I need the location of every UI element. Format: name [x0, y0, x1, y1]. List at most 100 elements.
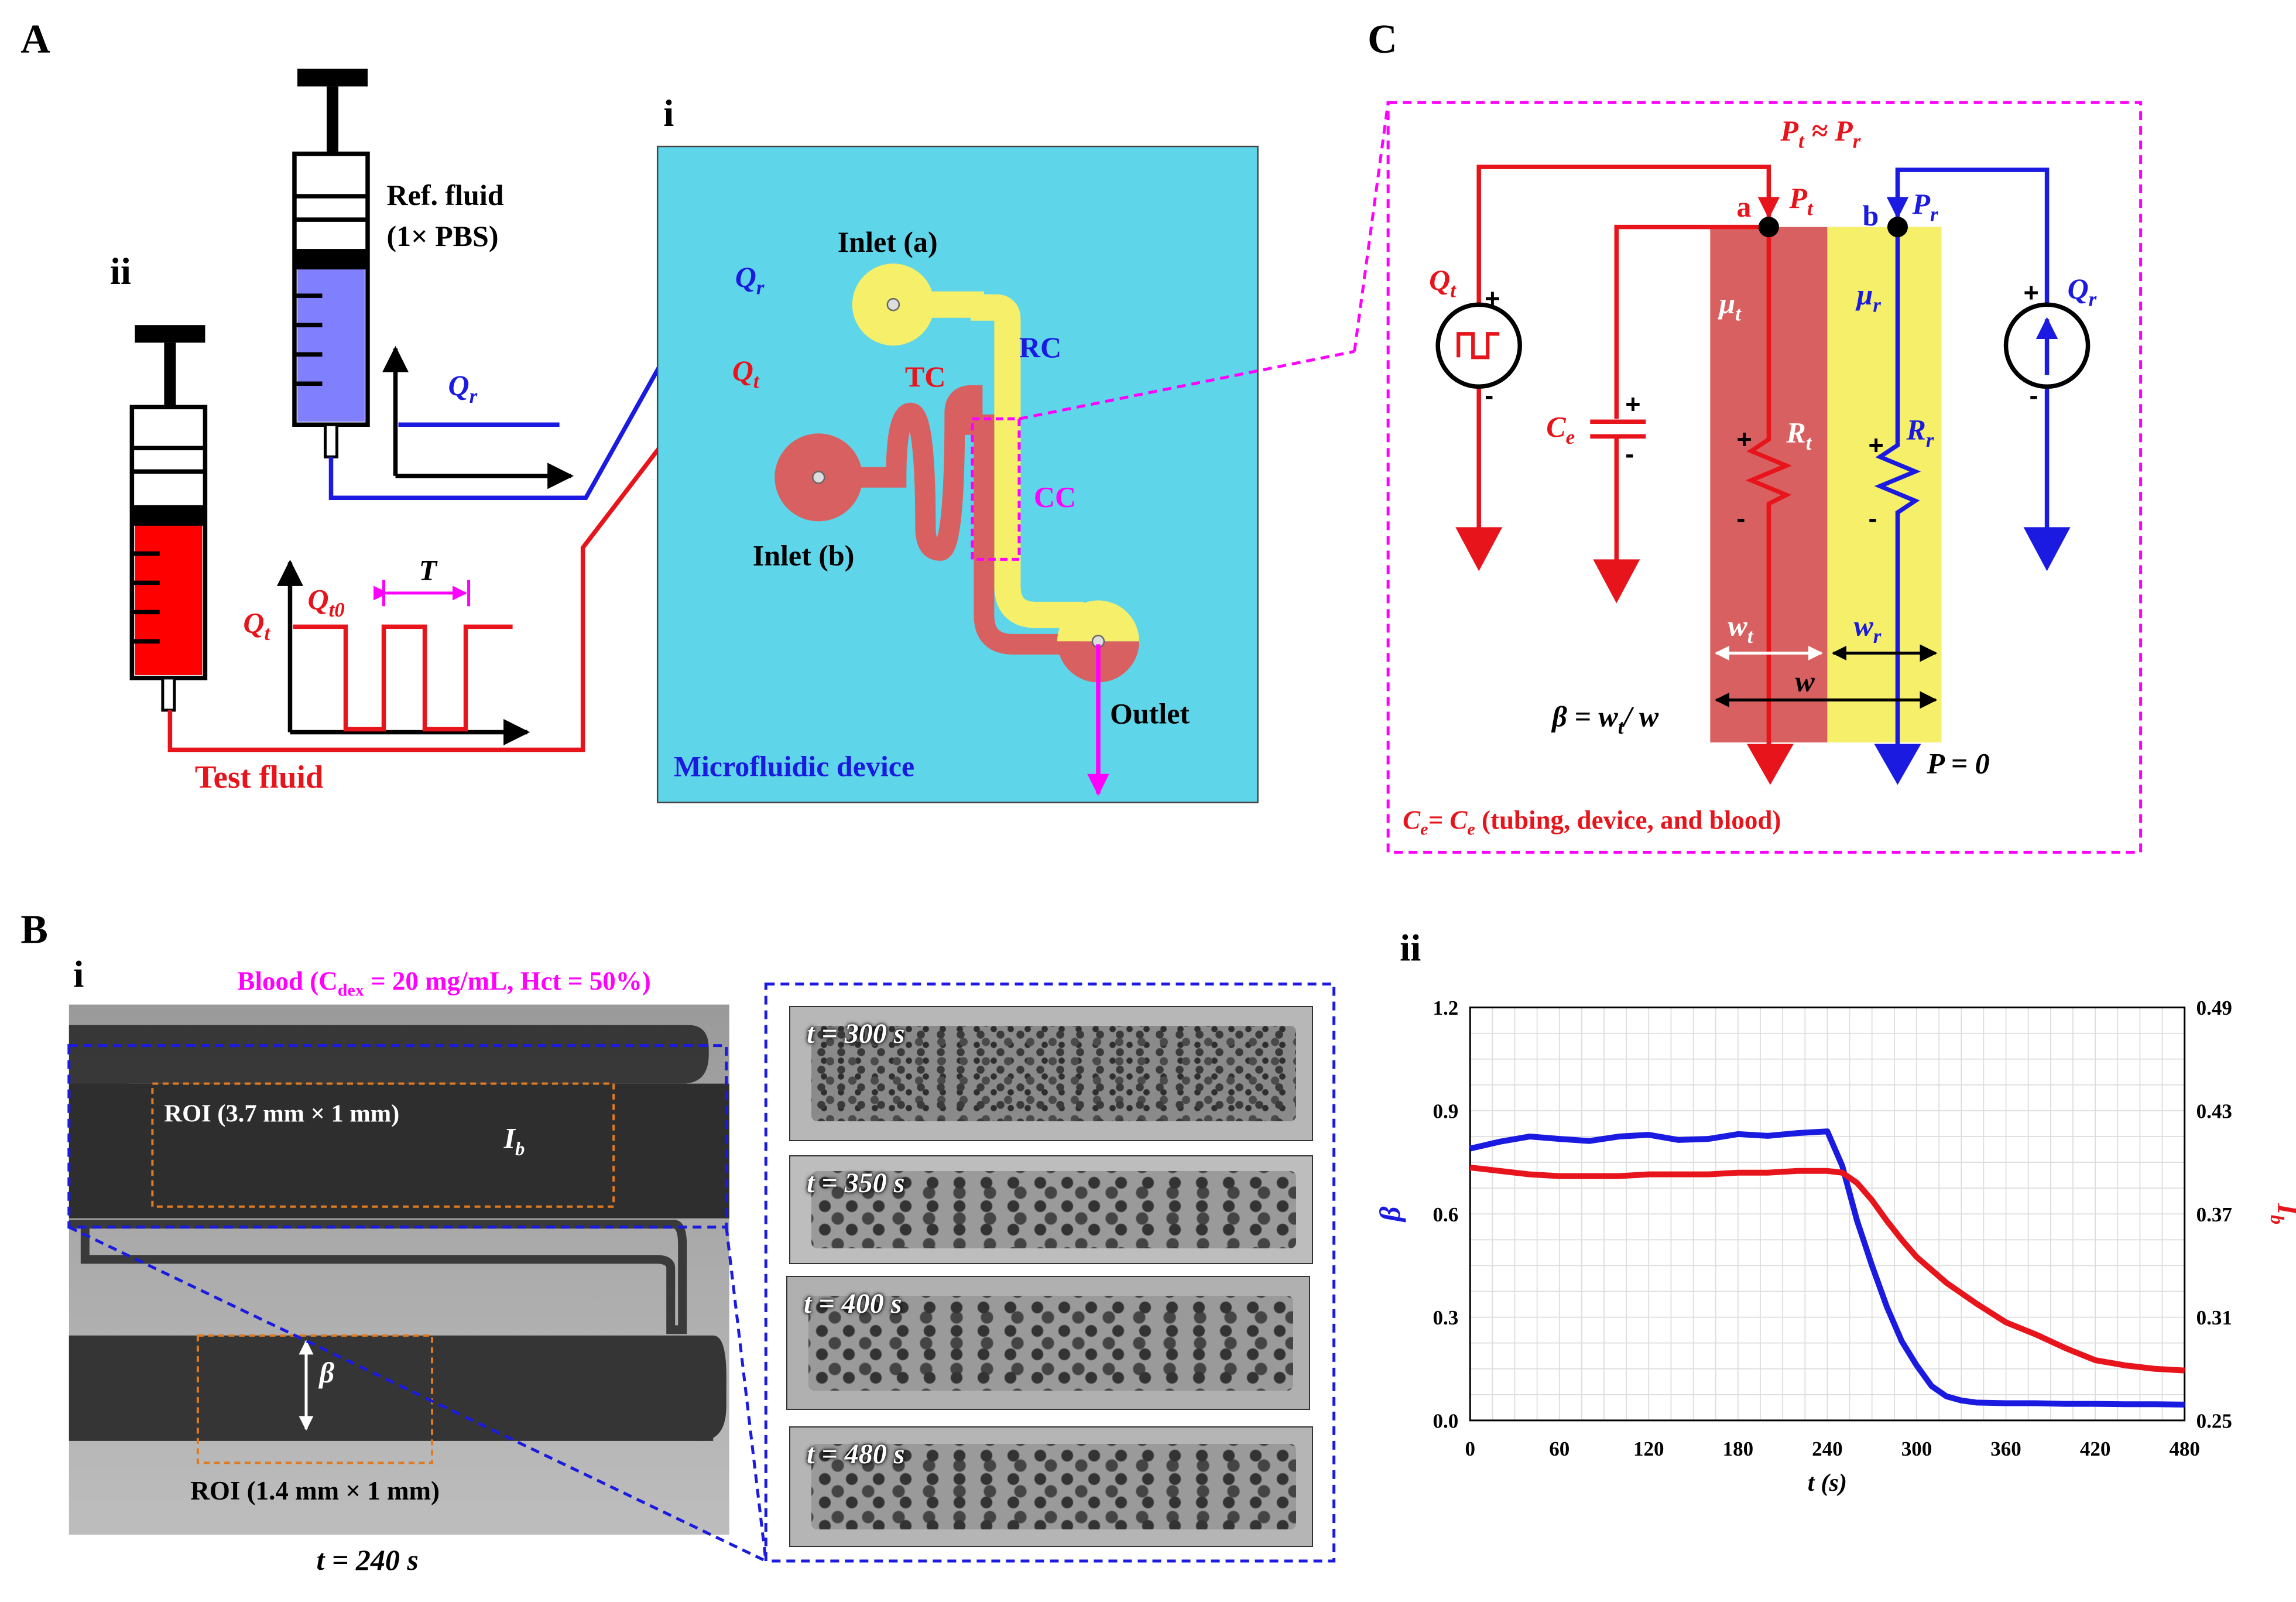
snapshot-label-480: t = 480 s [807, 1439, 905, 1470]
rbc-aggregates-400 [808, 1295, 1294, 1391]
svg-text:Ce= Ce (tubing, device, and bl: Ce= Ce (tubing, device, and blood) [1403, 806, 1781, 839]
x-tick-label: 420 [2080, 1437, 2111, 1460]
blood-label-a: Blood (C [237, 967, 337, 996]
x-tick-label: 480 [2169, 1437, 2200, 1460]
device-label: Microfluidic device [674, 749, 914, 782]
ib-series-line [1469, 1164, 2185, 1374]
ce-note-a: C [1403, 806, 1421, 835]
svg-text:Pt ≈ Pr: Pt ≈ Pr [1780, 114, 1860, 153]
test-syringe [129, 325, 208, 712]
qr-source-minus: - [2030, 380, 2038, 410]
beta-eq: β = w [1551, 700, 1618, 732]
x-tick-label: 180 [1723, 1437, 1754, 1460]
qt-axis-sub: t [265, 622, 271, 645]
qr-source-plus: + [2024, 278, 2039, 307]
roi1-label: ROI (3.7 mm × 1 mm) [164, 1100, 399, 1128]
microscope-image [67, 1004, 729, 1535]
x-tick-label: 360 [1990, 1437, 2021, 1460]
ref-syringe [292, 69, 370, 458]
x-axis-label: t (s) [1808, 1469, 1847, 1497]
y-right-tick-label: 0.25 [2196, 1409, 2232, 1432]
rt-sub: t [1806, 432, 1812, 454]
p-zero-label: P = 0 [1926, 747, 1989, 779]
blood-label-sub: dex [338, 981, 364, 1000]
mu-r-label: μ [1855, 278, 1873, 311]
cc-label: CC [1034, 480, 1076, 513]
y-right-tick-label: 0.43 [2196, 1100, 2232, 1122]
svg-text:Blood (Cdex = 20 mg/mL, Hct =: Blood (Cdex = 20 mg/mL, Hct = 50%) [237, 967, 650, 1000]
x-tick-label: 240 [1812, 1437, 1843, 1460]
ref-fluid-sublabel: (1× PBS) [387, 220, 499, 252]
pr-label: P [1911, 187, 1930, 220]
qr-sub-device: r [756, 276, 765, 299]
pt-approx-pr: P [1780, 114, 1798, 147]
qt-sub-device: t [753, 370, 760, 393]
qt-source-label: Q [1429, 263, 1450, 296]
svg-text:Qr: Qr [735, 261, 765, 299]
y-right-axis-label: Ib [2266, 1203, 2296, 1224]
pt-approx-sub1: t [1798, 130, 1805, 153]
rbc-aggregates-300 [811, 1025, 1297, 1122]
svg-text:wr: wr [1853, 609, 1881, 648]
ref-flow-plot [382, 345, 574, 490]
rr-sub: r [1926, 429, 1934, 451]
mu-t-label: μ [1717, 287, 1735, 320]
qt-source-sub: t [1450, 279, 1457, 302]
mu-t-sub: t [1735, 303, 1742, 326]
test-fluid-label: Test fluid [195, 759, 324, 795]
y-left-tick-label: 0.0 [1433, 1409, 1458, 1432]
beta-series-line [1469, 1128, 2185, 1408]
ce-minus: - [1625, 439, 1634, 468]
x-tick-label: 0 [1465, 1437, 1475, 1460]
pt-approx-eq: ≈ P [1804, 114, 1853, 147]
test-flow-plot [276, 559, 530, 745]
x-tick-label: 300 [1901, 1437, 1932, 1460]
ce-note-sub1: e [1420, 820, 1428, 839]
period-label: T [419, 553, 438, 586]
x-tick-label: 120 [1633, 1437, 1664, 1460]
ce-plus: + [1625, 389, 1640, 419]
qr-label-device: Q [735, 261, 756, 293]
svg-text:μt: μt [1717, 287, 1742, 326]
circuit-panel [1386, 101, 2143, 854]
pt-approx-sub2: r [1853, 130, 1861, 153]
y-right-tick-label: 0.37 [2196, 1203, 2232, 1226]
tc-label: TC [905, 360, 945, 393]
plot-frame [1469, 1007, 2186, 1422]
node-a-label: a [1736, 190, 1751, 223]
qr-source-label: Q [2068, 272, 2089, 305]
panel-label-A: A [20, 17, 50, 62]
svg-text:β = wt/ w: β = wt/ w [1551, 700, 1659, 738]
qt-axis-label: Q [243, 606, 264, 639]
x-tick-label: 60 [1549, 1437, 1569, 1460]
pt-sub: t [1807, 197, 1814, 220]
y-left-axis-label: β [1373, 1206, 1406, 1223]
rt-label: R [1786, 416, 1805, 449]
qt0-sub: t0 [329, 598, 345, 621]
mu-r-sub: r [1873, 294, 1881, 317]
microfluidic-device [656, 145, 1259, 803]
y-left-tick-label: 0.9 [1433, 1100, 1458, 1122]
y-left-tick-label: 0.3 [1433, 1306, 1458, 1329]
panel-label-B-i: i [73, 954, 84, 996]
svg-text:Rr: Rr [1906, 413, 1934, 451]
qt-label-device: Q [732, 354, 753, 387]
ib-label: I [503, 1122, 516, 1155]
pt-label: P [1788, 182, 1807, 214]
svg-text:Ce: Ce [1546, 410, 1575, 449]
svg-text:Pt: Pt [1788, 182, 1814, 220]
wr-label: w [1853, 609, 1873, 642]
rt-plus: + [1736, 424, 1752, 454]
blood-label-b: = 20 mg/mL, Hct = 50%) [364, 967, 651, 996]
ce-label: C [1546, 410, 1566, 443]
svg-text:Qt: Qt [1429, 263, 1457, 302]
snapshot-480: t = 480 s [789, 1426, 1313, 1547]
outlet-label: Outlet [1110, 697, 1190, 730]
qr-sub-A: r [470, 385, 478, 408]
rc-label: RC [1019, 331, 1061, 364]
panel-label-B: B [20, 908, 48, 953]
beta-eq-tail: / w [1621, 700, 1658, 732]
pr-sub: r [1930, 203, 1938, 226]
